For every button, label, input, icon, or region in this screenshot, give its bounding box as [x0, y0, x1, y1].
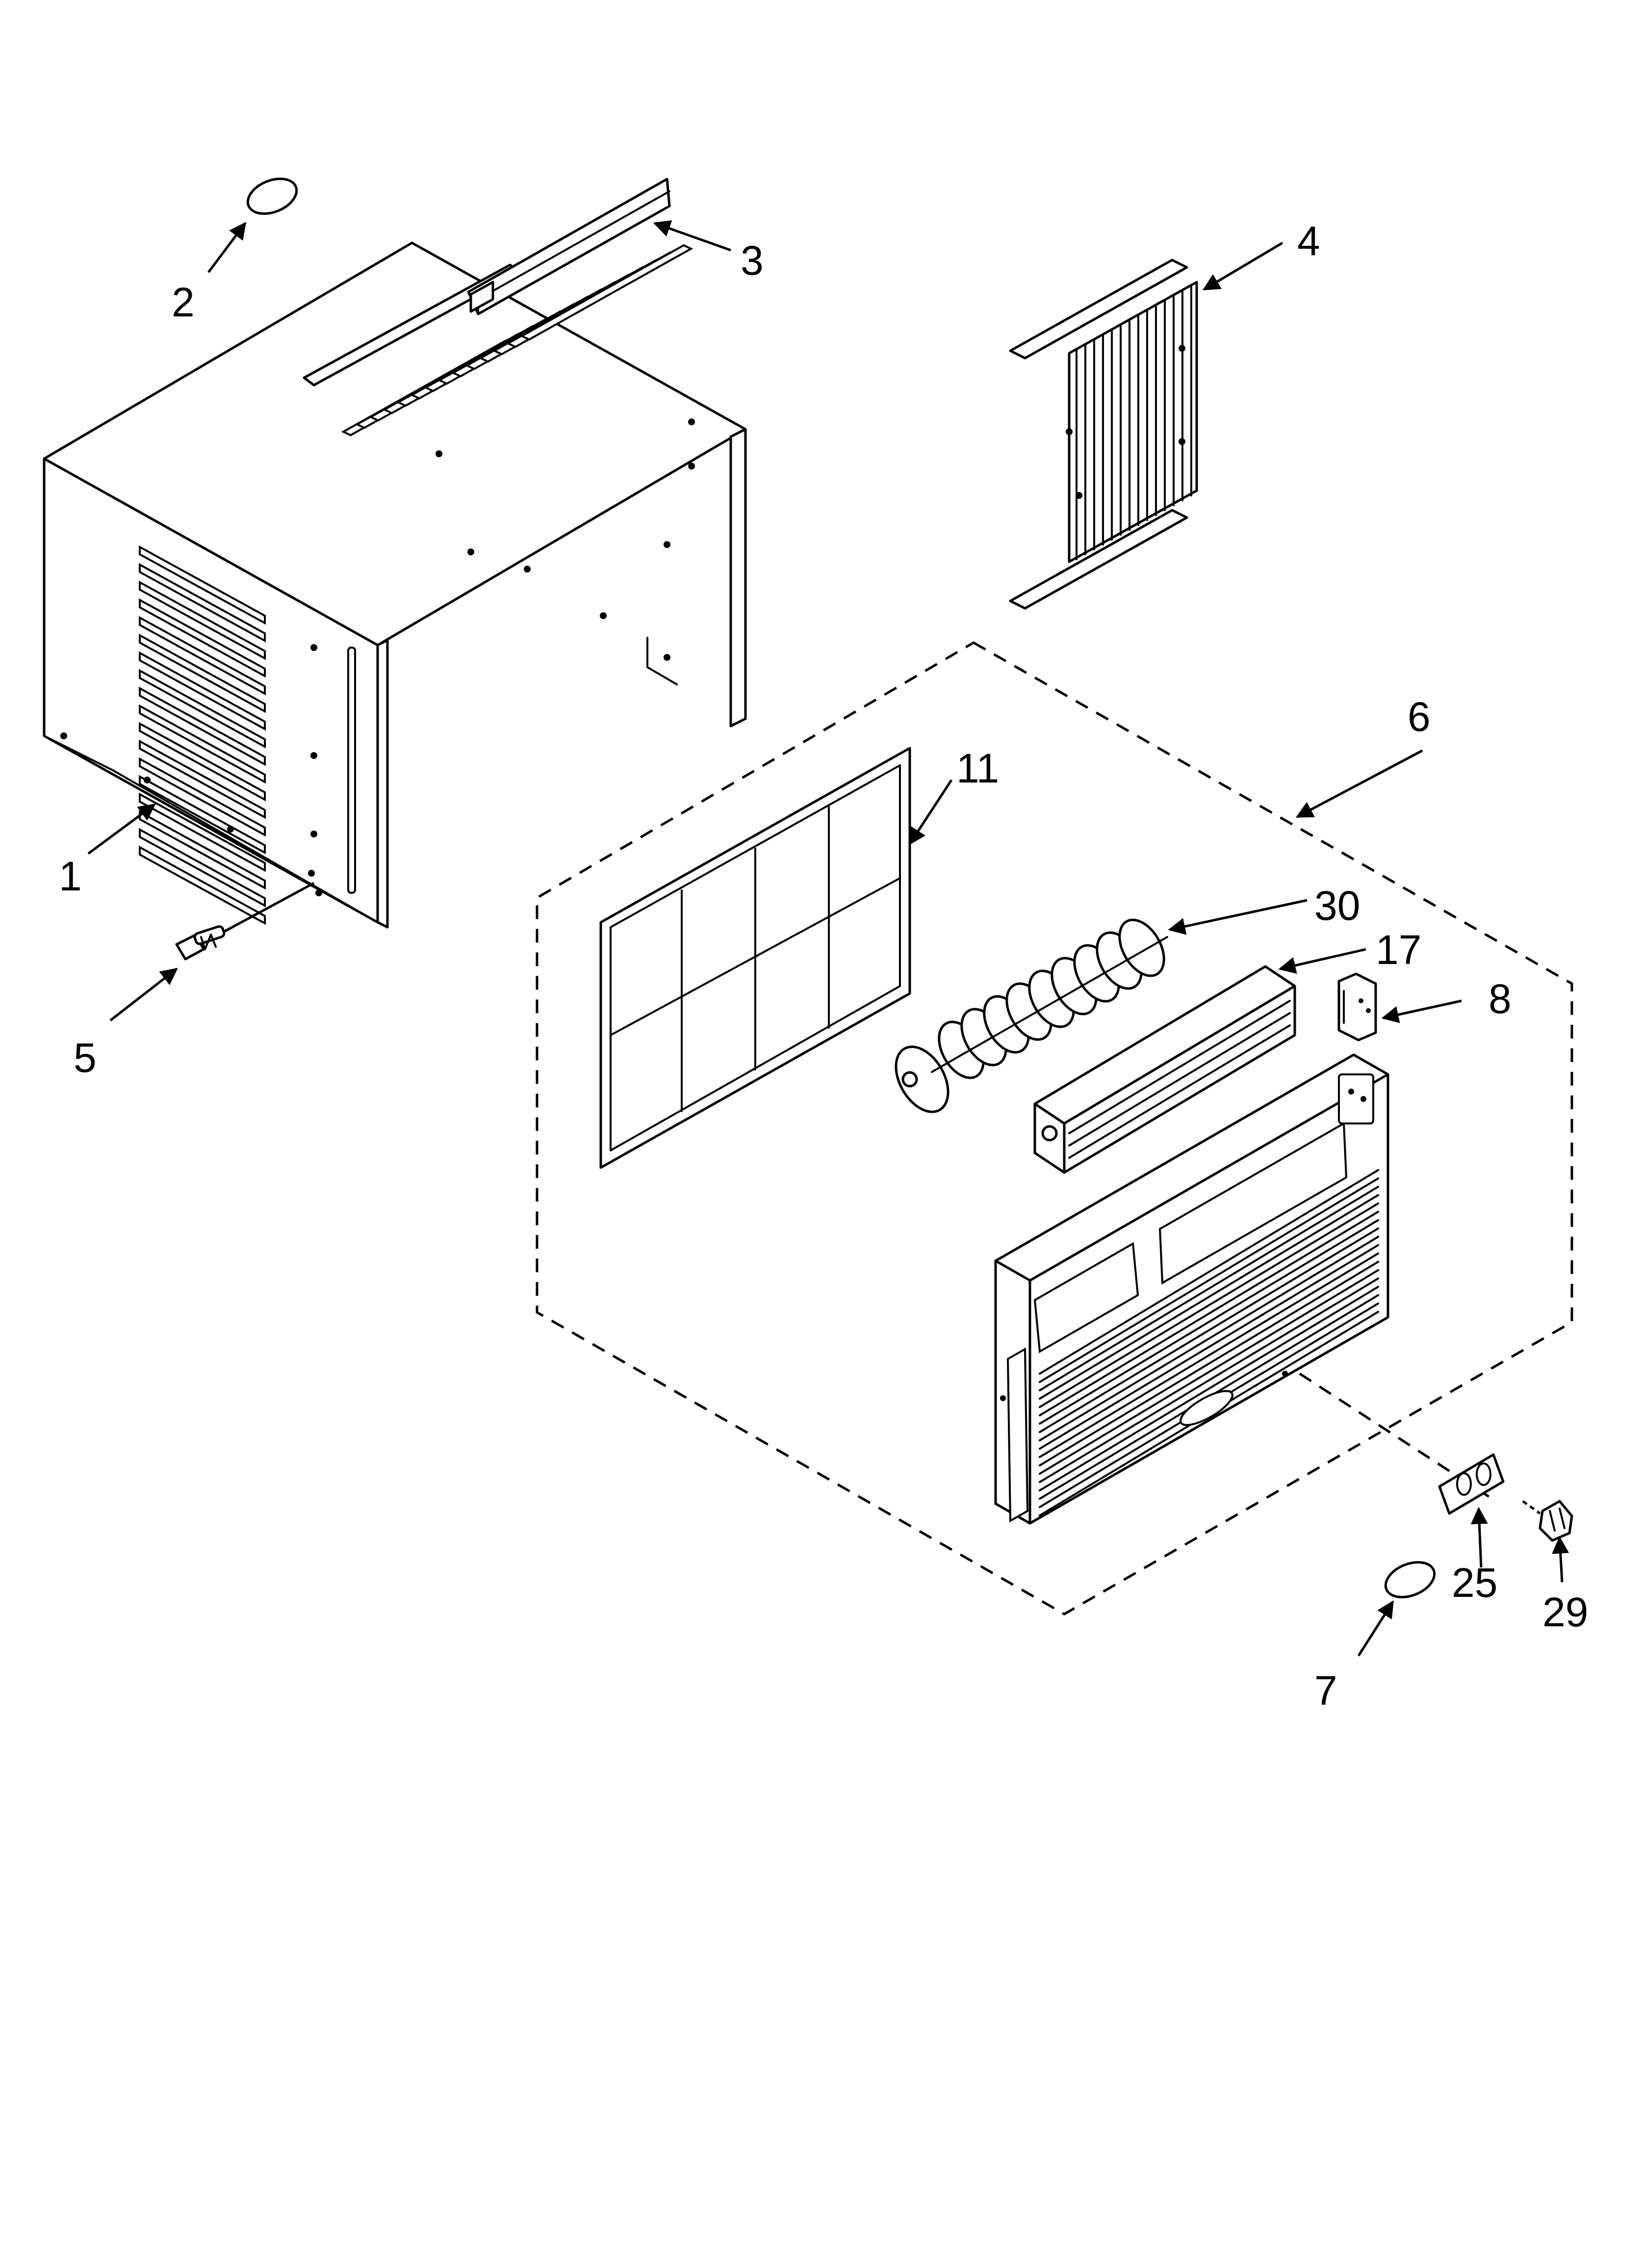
grille-slat: [1039, 1177, 1379, 1383]
part-17-louver-assembly: [1033, 965, 1296, 1174]
louver-slot: [139, 563, 266, 643]
louver-slot: [139, 580, 266, 660]
part-4-side-curtain: [1009, 259, 1198, 610]
grille-slat: [1039, 1277, 1379, 1483]
callout-4: 4: [1297, 218, 1320, 264]
callout-3: 3: [741, 237, 764, 284]
callout-5: 5: [74, 1035, 97, 1081]
louver-slot: [139, 669, 266, 749]
louver-slot: [139, 845, 266, 925]
callout-7: 7: [1314, 1668, 1337, 1714]
callout-2: 2: [172, 279, 195, 325]
part-5-screw: [175, 925, 226, 961]
part-8-bracket: [1337, 972, 1377, 1042]
part-30-blower-wheel: [895, 918, 1168, 1113]
curtain-pleats: [1076, 286, 1192, 560]
grille-slat: [1039, 1252, 1379, 1458]
leader-arrows: [87, 220, 1569, 1657]
grille-slat: [1039, 1244, 1379, 1450]
louver-slot: [139, 704, 266, 784]
grille-slat: [1039, 1236, 1379, 1441]
side-louvers: [139, 545, 266, 925]
grille-slat: [1039, 1227, 1379, 1433]
callout-1: 1: [59, 853, 82, 899]
louver-slot: [139, 757, 266, 837]
louver-slot: [139, 739, 266, 819]
part-11-air-filter: [599, 747, 911, 1169]
callout-25: 25: [1452, 1560, 1497, 1606]
part-1-cabinet: [43, 241, 747, 929]
grille-slat: [1039, 1286, 1379, 1491]
grille-slat: [1039, 1261, 1379, 1466]
callout-6: 6: [1408, 694, 1431, 740]
grille-slat: [1039, 1219, 1379, 1425]
grille-slat: [1039, 1194, 1379, 1400]
top-vent-slots: [341, 244, 693, 437]
louver-slot: [139, 722, 266, 802]
louver-slot: [139, 775, 266, 855]
part-25-knob-plate: [1438, 1453, 1505, 1515]
callout-29: 29: [1542, 1589, 1588, 1635]
grille-slat: [1039, 1169, 1379, 1375]
grille-slat: [1039, 1202, 1379, 1408]
vent-slot: [519, 244, 693, 341]
callout-11: 11: [956, 745, 999, 791]
grille-slat: [1039, 1186, 1379, 1391]
grille-slat: [1039, 1269, 1379, 1475]
louver-slot: [139, 828, 266, 908]
grille-slat: [1039, 1211, 1379, 1416]
louver-slot: [139, 792, 266, 872]
louver-slot: [139, 598, 266, 678]
grille-slats: [1039, 1169, 1379, 1516]
louver-slot: [139, 651, 266, 731]
louver-slot: [139, 616, 266, 696]
part-3-top-rail: [467, 178, 671, 315]
blower-blade: [1118, 918, 1165, 977]
louver-slot: [139, 545, 266, 625]
part-2-oval-plug: [246, 178, 298, 215]
louver-slot: [139, 633, 266, 713]
front-grille: [994, 1053, 1389, 1525]
louver-slot: [139, 686, 266, 766]
part-7-oval-plug: [1384, 1561, 1436, 1598]
blower-shaft: [931, 936, 1168, 1073]
callout-17: 17: [1376, 927, 1421, 973]
callout-8: 8: [1488, 976, 1512, 1022]
callout-30: 30: [1314, 883, 1360, 929]
part-29-knob: [1539, 1500, 1573, 1542]
